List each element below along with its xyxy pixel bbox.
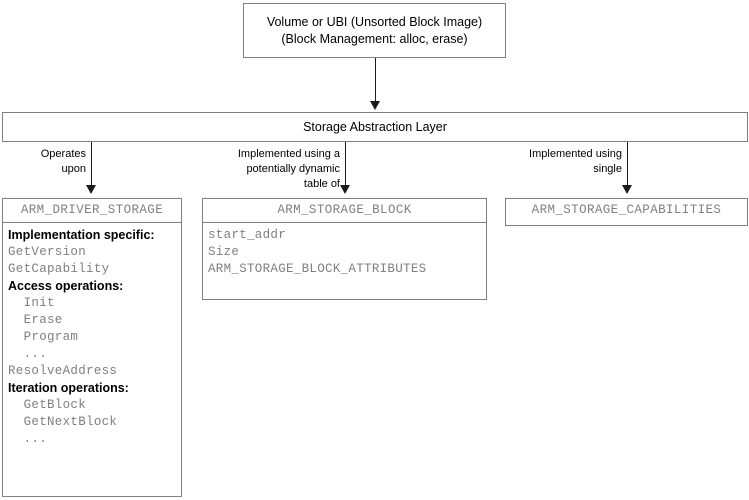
arrow-sal-to-driver-head [86, 185, 96, 194]
edge-label-dynamic-table-line-3: table of [303, 178, 340, 190]
list-item: Implementation specific: [8, 228, 155, 242]
list-item: Init [8, 296, 55, 310]
arrow-sal-to-driver-line [91, 142, 92, 187]
volume-ubi-line-2: (Block Management: alloc, erase) [281, 31, 468, 46]
volume-ubi-box: Volume or UBI (Unsorted Block Image) (Bl… [243, 3, 506, 58]
arrow-sal-to-capabilities-head [622, 185, 632, 194]
list-item: ... [8, 432, 48, 446]
storage-abstraction-layer-box: Storage Abstraction Layer [2, 112, 748, 142]
list-item: ... [8, 347, 48, 361]
edge-label-single-capabilities-line-2: single [593, 163, 622, 175]
arm-storage-block-body: start_addr Size ARM_STORAGE_BLOCK_ATTRIB… [203, 223, 486, 283]
arrow-sal-to-block-head [340, 185, 350, 194]
arrow-volume-to-sal-line [375, 58, 376, 103]
edge-label-single-capabilities: Implemented using single [490, 147, 622, 177]
arm-driver-storage-body: Implementation specific: GetVersion GetC… [3, 223, 181, 453]
arm-driver-storage-box: ARM_DRIVER_STORAGE Implementation specif… [2, 198, 182, 497]
arm-storage-capabilities-box: ARM_STORAGE_CAPABILITIES [505, 198, 748, 226]
list-item: GetNextBlock [8, 415, 118, 429]
arm-storage-block-box: ARM_STORAGE_BLOCK start_addr Size ARM_ST… [202, 198, 487, 300]
edge-label-operates-upon-line-1: Operates [40, 148, 86, 160]
edge-label-operates-upon: Operates upon [0, 147, 86, 177]
arrow-volume-to-sal-head [370, 101, 380, 110]
list-item: GetBlock [8, 398, 87, 412]
storage-abstraction-layer-title: Storage Abstraction Layer [303, 120, 447, 134]
edge-label-dynamic-table: Implemented using a potentially dynamic … [200, 147, 340, 192]
edge-label-single-capabilities-line-1: Implemented using [529, 148, 622, 160]
list-item: ResolveAddress [8, 364, 118, 378]
list-item: Iteration operations: [8, 381, 129, 395]
edge-label-dynamic-table-line-1: Implemented using a [237, 148, 340, 160]
list-item: GetVersion [8, 245, 87, 259]
arrow-sal-to-capabilities-line [627, 142, 628, 187]
arm-storage-block-header: ARM_STORAGE_BLOCK [203, 199, 486, 223]
list-item: ARM_STORAGE_BLOCK_ATTRIBUTES [208, 262, 427, 276]
list-item: Program [8, 330, 79, 344]
edge-label-dynamic-table-line-2: potentially dynamic [246, 163, 340, 175]
arrow-sal-to-block-line [345, 142, 346, 187]
list-item: GetCapability [8, 262, 110, 276]
arm-storage-capabilities-header: ARM_STORAGE_CAPABILITIES [506, 199, 747, 222]
list-item: start_addr [208, 228, 287, 242]
list-item: Access operations: [8, 279, 124, 293]
list-item: Erase [8, 313, 63, 327]
list-item: Size [208, 245, 240, 259]
volume-ubi-line-1: Volume or UBI (Unsorted Block Image) [266, 14, 483, 29]
edge-label-operates-upon-line-2: upon [61, 163, 86, 175]
arm-driver-storage-header: ARM_DRIVER_STORAGE [3, 199, 181, 223]
